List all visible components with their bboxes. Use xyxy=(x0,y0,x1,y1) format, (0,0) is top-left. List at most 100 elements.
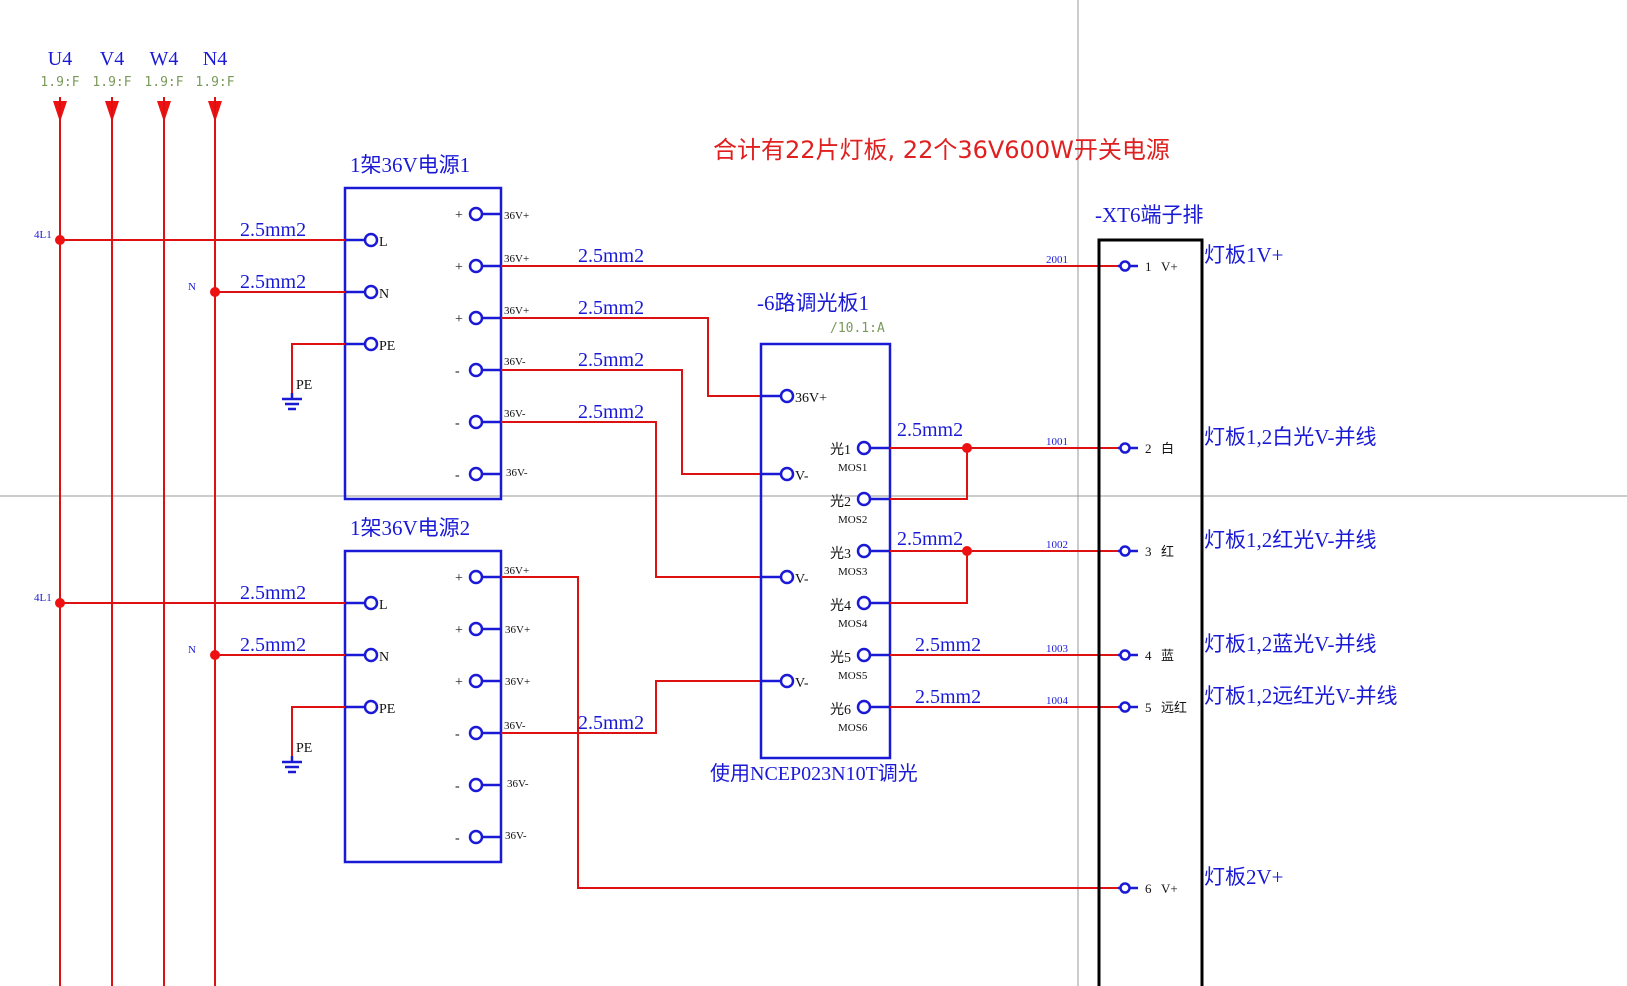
terminal-row: 2001 1 V+ 灯板1V+ xyxy=(1046,243,1284,274)
psu-2-outputs: + 36V+ + 36V+ + 36V+ - 36V- xyxy=(455,565,530,846)
terminal-point[interactable] xyxy=(1119,442,1131,454)
pin-sign: - xyxy=(455,364,460,379)
dimmer-pin-v-minus[interactable] xyxy=(779,673,795,689)
pin-n[interactable] xyxy=(363,647,379,663)
channel-terminal[interactable] xyxy=(856,595,872,611)
output-terminal[interactable] xyxy=(468,777,484,793)
pin-pe[interactable] xyxy=(363,699,379,715)
output-pin: - 36V- xyxy=(455,356,526,379)
channel-terminal[interactable] xyxy=(856,491,872,507)
terminal-number: 3 xyxy=(1145,544,1152,559)
pin-sign: + xyxy=(455,571,463,586)
node-label-n: N xyxy=(188,644,196,656)
dimmer-channel: 光2 MOS2 xyxy=(830,491,890,526)
terminal-point[interactable] xyxy=(1119,260,1131,272)
pin-label-pe: PE xyxy=(379,339,395,354)
wire-v-minus-1 xyxy=(501,369,780,475)
wire-36v-plus-panel2 xyxy=(501,576,1118,889)
wire-size-label: 2.5mm2 xyxy=(240,271,306,293)
channel-label: 光6 xyxy=(830,702,851,718)
channel-label: 光1 xyxy=(830,442,851,458)
busbar-label-w4: W4 xyxy=(150,48,179,70)
dimmer-pin-v-minus[interactable] xyxy=(779,466,795,482)
busbar-ref-n4[interactable]: 1.9:F xyxy=(195,75,234,90)
dimmer-channel: 光3 MOS3 xyxy=(830,543,890,578)
output-terminal[interactable] xyxy=(468,258,484,274)
wire-size-label: 2.5mm2 xyxy=(897,419,963,441)
pin-n[interactable] xyxy=(363,284,379,300)
output-terminal[interactable] xyxy=(468,621,484,637)
output-pin: - 36V- xyxy=(455,777,529,794)
dimmer-output-wires: 2.5mm2 2.5mm2 2.5mm2 2.5mm2 xyxy=(890,419,1118,708)
pin-label: 36V- xyxy=(505,830,527,842)
output-terminal[interactable] xyxy=(468,725,484,741)
wire-v-minus-2 xyxy=(501,421,780,578)
mos-label: MOS6 xyxy=(838,722,868,734)
output-pin: - 36V- xyxy=(455,408,526,431)
dimmer-pin-label: V- xyxy=(795,469,809,484)
pin-label: 36V- xyxy=(504,356,526,368)
channel-label: 光5 xyxy=(830,650,851,666)
terminal-name: 远红 xyxy=(1161,700,1187,715)
busbar-ref-w4[interactable]: 1.9:F xyxy=(144,75,183,90)
output-terminal[interactable] xyxy=(468,466,484,482)
output-terminal[interactable] xyxy=(468,206,484,222)
wire-number: 1004 xyxy=(1046,695,1069,707)
wire-pe xyxy=(291,706,345,756)
pin-label-n: N xyxy=(379,650,389,665)
terminal-point[interactable] xyxy=(1119,882,1131,894)
busbar-label-v4: V4 xyxy=(100,48,124,70)
terminal-strip: -XT6端子排 2001 1 V+ 灯板1V+ 1001 2 白 灯板1,2白光… xyxy=(1046,203,1397,986)
dimmer-ref[interactable]: /10.1:A xyxy=(830,321,885,336)
output-terminal[interactable] xyxy=(468,362,484,378)
terminal-row: 1004 5 远红 灯板1,2远红光V-并线 xyxy=(1046,684,1397,715)
ground-label: PE xyxy=(296,378,312,393)
wire-size-label: 2.5mm2 xyxy=(240,582,306,604)
dimmer-board: -6路调光板1 /10.1:A 使用NCEP023N10T调光 36V+ V- … xyxy=(710,291,918,785)
psu-1: 1架36V电源1 4L1 2.5mm2 L N 2.5mm2 N PE PE xyxy=(34,153,529,501)
junction-dot xyxy=(210,287,220,297)
output-terminal[interactable] xyxy=(468,673,484,689)
pin-sign: - xyxy=(455,416,460,431)
pin-sign: - xyxy=(455,468,460,483)
channel-terminal[interactable] xyxy=(856,440,872,456)
channel-label: 光3 xyxy=(830,546,851,562)
mos-label: MOS2 xyxy=(838,514,867,526)
pin-l[interactable] xyxy=(363,232,379,248)
terminal-point[interactable] xyxy=(1119,649,1131,661)
wire-size-label: 2.5mm2 xyxy=(578,401,644,423)
terminal-number: 4 xyxy=(1145,648,1152,663)
wire-pe xyxy=(291,343,345,393)
output-terminal[interactable] xyxy=(468,310,484,326)
channel-terminal[interactable] xyxy=(856,647,872,663)
wire-number: 2001 xyxy=(1046,254,1068,266)
terminal-strip-box[interactable] xyxy=(1097,238,1204,986)
dimmer-pin-label: V- xyxy=(795,676,809,691)
pin-pe[interactable] xyxy=(363,336,379,352)
output-pin: - 36V- xyxy=(455,829,527,846)
dimmer-pin-v-minus[interactable] xyxy=(779,569,795,585)
pin-sign: + xyxy=(455,208,463,223)
pin-l[interactable] xyxy=(363,595,379,611)
output-terminal[interactable] xyxy=(468,569,484,585)
summary-note: 合计有22片灯板, 22个36V600W开关电源 xyxy=(713,136,1170,164)
terminal-number: 5 xyxy=(1145,700,1152,715)
psu-1-outputs: + 36V+ + 36V+ + 36V+ - 36V- xyxy=(455,206,529,483)
busbar-ref-u4[interactable]: 1.9:F xyxy=(40,75,79,90)
busbar-ref-v4[interactable]: 1.9:F xyxy=(92,75,131,90)
output-terminal[interactable] xyxy=(468,414,484,430)
output-terminal[interactable] xyxy=(468,829,484,845)
channel-terminal[interactable] xyxy=(856,543,872,559)
terminal-point[interactable] xyxy=(1119,545,1131,557)
dimmer-channel: 光4 MOS4 xyxy=(830,595,890,630)
busbar-label-n4: N4 xyxy=(203,48,227,70)
channel-terminal[interactable] xyxy=(856,699,872,715)
pin-sign: + xyxy=(455,623,463,638)
pin-label: 36V- xyxy=(504,720,526,732)
terminal-point[interactable] xyxy=(1119,701,1131,713)
terminal-description: 灯板1,2白光V-并线 xyxy=(1204,425,1376,449)
wire-number: 1003 xyxy=(1046,643,1069,655)
dimmer-pin-36v-plus[interactable] xyxy=(779,388,795,404)
wire-channel-2-bridge xyxy=(890,448,968,500)
